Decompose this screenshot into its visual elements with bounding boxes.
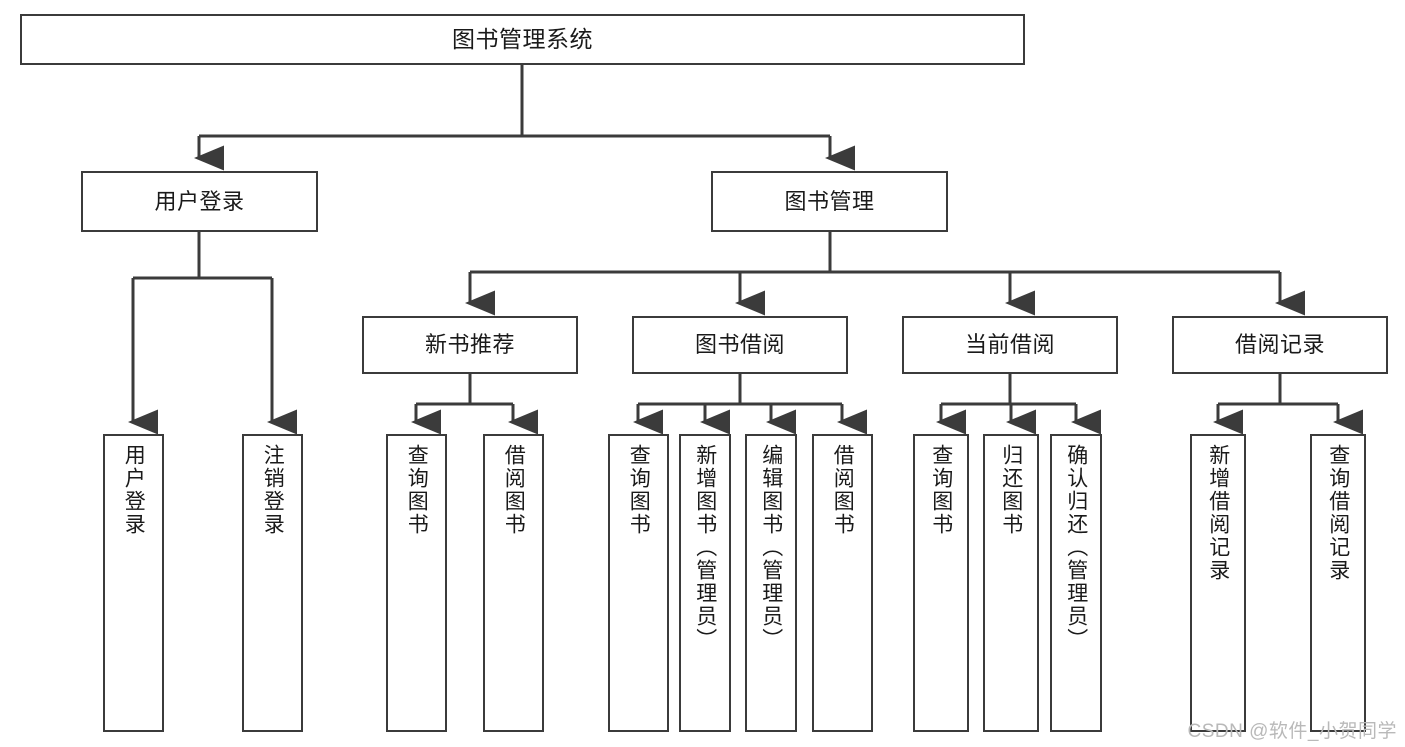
- leaf-add-book-admin[interactable]: 新增图书（管理员）: [679, 434, 731, 732]
- node-label: 确认归还（管理员）: [1064, 444, 1088, 651]
- node-label: 图书管理: [784, 188, 875, 214]
- node-label: 用户登录: [122, 444, 146, 536]
- leaf-query-borrow-record[interactable]: 查询借阅记录: [1310, 434, 1366, 732]
- node-label: 当前借阅: [964, 332, 1055, 358]
- node-label: 借阅图书: [502, 444, 526, 536]
- node-label: 查询借阅记录: [1326, 444, 1350, 582]
- node-book-borrow[interactable]: 图书借阅: [632, 316, 848, 374]
- node-book-management[interactable]: 图书管理: [711, 171, 948, 232]
- node-label: 图书借阅: [694, 332, 785, 358]
- leaf-query-book-borrow[interactable]: 查询图书: [608, 434, 669, 732]
- csdn-watermark: CSDN @软件_小贺同学: [1187, 721, 1397, 742]
- node-label: 新增图书（管理员）: [693, 444, 717, 651]
- node-label: 借阅记录: [1234, 332, 1325, 358]
- node-label: 新增借阅记录: [1206, 444, 1230, 582]
- leaf-query-book-current[interactable]: 查询图书: [913, 434, 969, 732]
- node-label: 归还图书: [999, 444, 1023, 536]
- node-label: 查询图书: [405, 444, 429, 536]
- node-label: 查询图书: [627, 444, 651, 536]
- node-label: 用户登录: [154, 188, 245, 214]
- leaf-return-book[interactable]: 归还图书: [983, 434, 1039, 732]
- node-label: 查询图书: [929, 444, 953, 536]
- node-user-login[interactable]: 用户登录: [81, 171, 318, 232]
- node-label: 图书管理系统: [452, 25, 593, 52]
- node-current-borrow[interactable]: 当前借阅: [902, 316, 1118, 374]
- leaf-confirm-return-admin[interactable]: 确认归还（管理员）: [1050, 434, 1102, 732]
- node-new-book-recommend[interactable]: 新书推荐: [362, 316, 578, 374]
- node-label: 借阅图书: [831, 444, 855, 536]
- leaf-query-book-newbook[interactable]: 查询图书: [386, 434, 447, 732]
- leaf-borrow-book-newbook[interactable]: 借阅图书: [483, 434, 544, 732]
- node-label: 注销登录: [261, 444, 285, 536]
- leaf-edit-book-admin[interactable]: 编辑图书（管理员）: [745, 434, 797, 732]
- leaf-user-logout[interactable]: 注销登录: [242, 434, 303, 732]
- node-borrow-records[interactable]: 借阅记录: [1172, 316, 1388, 374]
- node-label: 新书推荐: [424, 332, 515, 358]
- leaf-user-login[interactable]: 用户登录: [103, 434, 164, 732]
- leaf-add-borrow-record[interactable]: 新增借阅记录: [1190, 434, 1246, 732]
- leaf-borrow-book-borrow[interactable]: 借阅图书: [812, 434, 873, 732]
- node-root-book-management-system[interactable]: 图书管理系统: [20, 14, 1025, 65]
- node-label: 编辑图书（管理员）: [759, 444, 783, 651]
